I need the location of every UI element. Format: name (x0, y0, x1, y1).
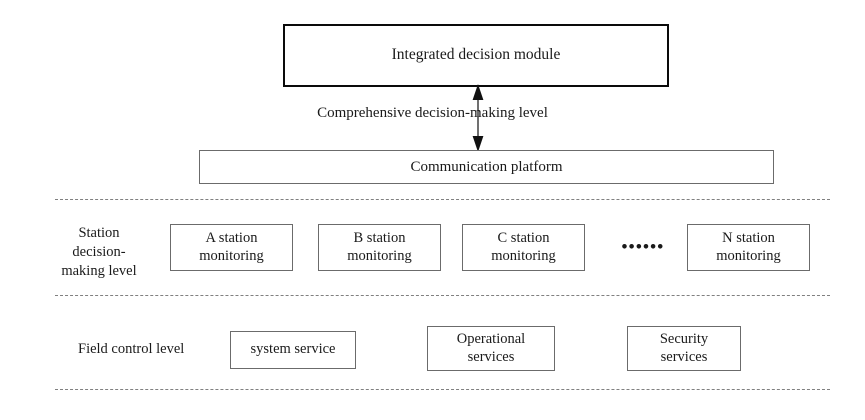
station-monitoring-label-b: B station monitoring (347, 229, 412, 264)
communication-platform-label: Communication platform (410, 158, 563, 175)
comprehensive-level-caption-text: Comprehensive decision-making level (317, 105, 548, 121)
security-services-box: Security services (627, 326, 741, 371)
system-service-box: system service (230, 331, 356, 369)
operational-services-box: Operational services (427, 326, 555, 371)
separator-below-station-level (55, 295, 830, 296)
station-ellipsis-icon: •••••• (621, 237, 665, 256)
integrated-decision-module-label: Integrated decision module (391, 46, 561, 64)
security-services-label: Security services (659, 330, 709, 365)
communication-platform-box: Communication platform (199, 150, 774, 184)
system-service-label: system service (250, 341, 336, 358)
station-level-label: Station decision- making level (61, 225, 137, 279)
field-control-level-label: Field control level (78, 341, 185, 357)
separator-above-station-level (55, 199, 830, 200)
operational-services-label: Operational services (456, 330, 526, 365)
double-headed-vertical-arrow-icon (468, 84, 488, 152)
comprehensive-level-caption: Comprehensive decision-making level (0, 106, 865, 121)
station-monitoring-box-b: B station monitoring (318, 224, 441, 271)
station-monitoring-label-a: A station monitoring (199, 229, 264, 264)
integrated-decision-module-box: Integrated decision module (283, 24, 669, 87)
separator-below-field-level (55, 389, 830, 390)
station-monitoring-box-n: N station monitoring (687, 224, 810, 271)
station-monitoring-label-c: C station monitoring (491, 229, 556, 264)
station-monitoring-box-a: A station monitoring (170, 224, 293, 271)
station-monitoring-label-n: N station monitoring (716, 229, 781, 264)
station-monitoring-box-c: C station monitoring (462, 224, 585, 271)
